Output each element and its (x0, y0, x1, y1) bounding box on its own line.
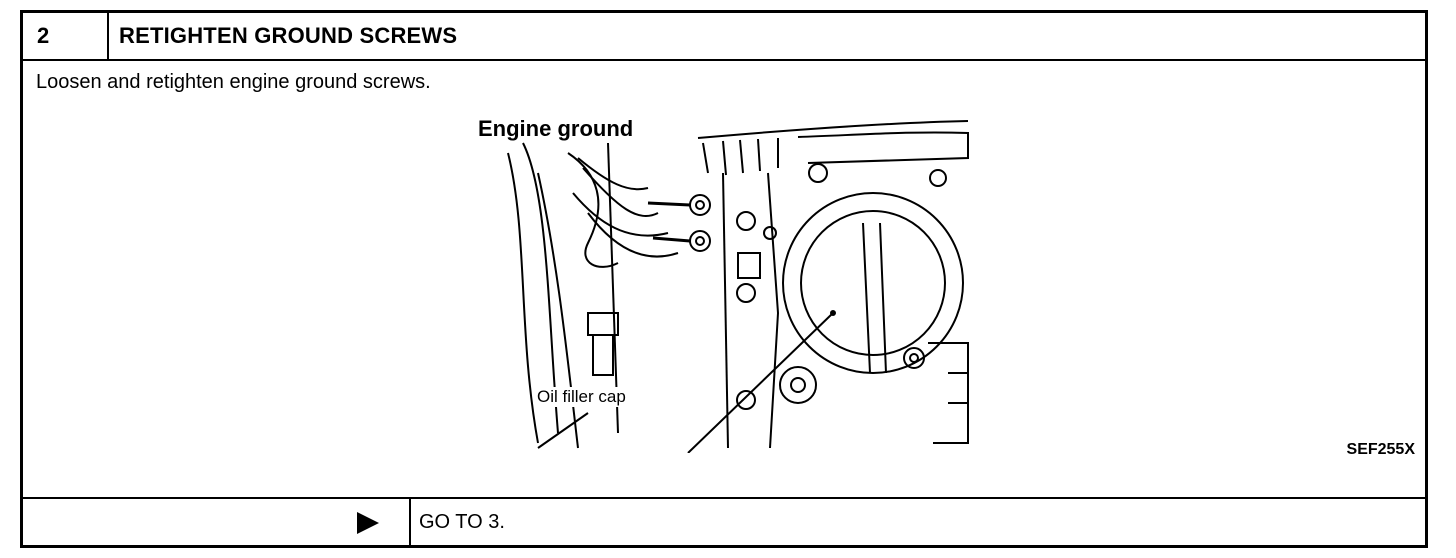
procedure-table: 2 RETIGHTEN GROUND SCREWS Loosen and ret… (20, 10, 1428, 548)
result-row: GO TO 3. (23, 499, 1425, 545)
step-body: Loosen and retighten engine ground screw… (23, 61, 1425, 499)
engine-illustration (507, 120, 969, 453)
step-title: RETIGHTEN GROUND SCREWS (119, 23, 458, 48)
figure-reference-code: SEF255X (1346, 441, 1415, 458)
oil-filler-cap-label: Oil filler cap (535, 387, 628, 407)
step-number: 2 (23, 13, 109, 59)
result-arrow-cell (23, 499, 411, 545)
step-header-row: 2 RETIGHTEN GROUND SCREWS (23, 13, 1425, 61)
instruction-text: Loosen and retighten engine ground screw… (36, 71, 431, 93)
next-step-link[interactable]: GO TO 3. (419, 511, 505, 533)
play-arrow-icon (357, 512, 379, 534)
engine-ground-label: Engine ground (478, 116, 638, 142)
